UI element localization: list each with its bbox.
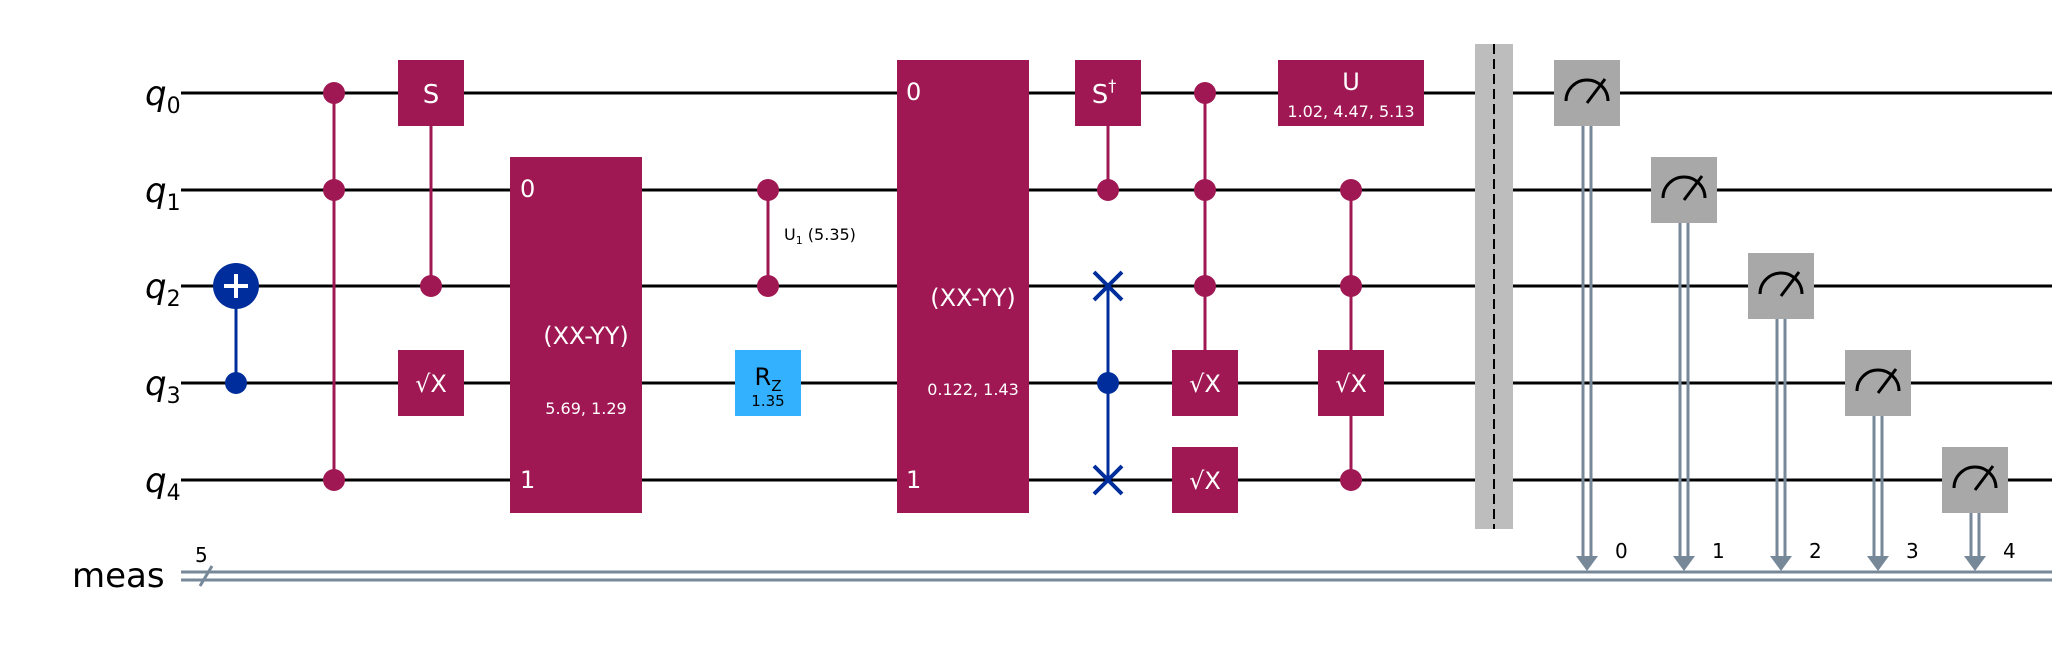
- cz-control-q1: [323, 179, 345, 201]
- u-params: 1.02, 4.47, 5.13: [1287, 102, 1414, 121]
- wire-label-q1: q1: [145, 171, 181, 216]
- xxyy-b-port-0: 0: [906, 78, 921, 106]
- meter-icon: [1855, 368, 1901, 392]
- xxyy-b-name: (XX-YY): [930, 284, 1016, 312]
- measure-arrow: [1673, 556, 1695, 571]
- sx-gate-q3-a: √X: [398, 350, 464, 416]
- u-label: U: [1342, 68, 1360, 96]
- measure-target-label: 2: [1809, 539, 1822, 563]
- wire-label-q4: q4: [145, 461, 181, 506]
- xxyy-a-name: (XX-YY): [543, 322, 629, 350]
- rz-params: 1.35: [751, 392, 784, 410]
- c3sx-b-control-q4: [1340, 469, 1362, 491]
- wire-label-q3: q3: [145, 364, 181, 409]
- c3sx-label: √X: [1189, 370, 1221, 398]
- measure-gate-q3: 3: [1845, 350, 1919, 571]
- c3sx-gate-b: √X: [1318, 179, 1384, 491]
- c3sx-b-control-q1: [1340, 179, 1362, 201]
- sx-gate-q4: √X: [1172, 447, 1238, 513]
- measure-target-label: 1: [1712, 539, 1725, 563]
- measure-arrow: [1576, 556, 1598, 571]
- rz-label: RZ: [755, 363, 782, 395]
- measure-gate-q0: 0: [1554, 60, 1628, 571]
- cu1-gate: U1 (5.35): [757, 179, 856, 297]
- wire-label-q2: q2: [145, 267, 181, 312]
- cu1-control-q2: [757, 275, 779, 297]
- u-gate: U 1.02, 4.47, 5.13: [1278, 60, 1424, 126]
- measure-target-label: 3: [1906, 539, 1919, 563]
- c3sx-control-q2: [1194, 275, 1216, 297]
- xxyy-b-params: 0.122, 1.43: [927, 380, 1019, 399]
- xxyy-a-port-1: 1: [520, 466, 535, 494]
- measurements: 0 1 2 3 4: [1554, 60, 2016, 571]
- xxyy-b-port-1: 1: [906, 466, 921, 494]
- measure-gate-q1: 1: [1651, 157, 1725, 571]
- measure-arrow: [1964, 556, 1986, 571]
- classical-wire: [181, 570, 2052, 582]
- controlled-sdg-gate: S†: [1075, 60, 1141, 201]
- cnot-control-dot: [225, 372, 247, 394]
- meter-icon: [1758, 271, 1804, 295]
- meter-icon: [1952, 465, 1998, 489]
- swap-x-q4: [1092, 464, 1124, 496]
- csdg-control-dot: [1097, 179, 1119, 201]
- quantum-wires: [181, 91, 2052, 482]
- cu1-control-q1: [757, 179, 779, 201]
- cnot-gate: [213, 263, 259, 394]
- cz-control-q0: [323, 82, 345, 104]
- rz-gate: RZ 1.35: [735, 350, 801, 416]
- controlled-s-gate: S: [398, 60, 464, 297]
- measure-arrow: [1770, 556, 1792, 571]
- c3sx-b-control-q2: [1340, 275, 1362, 297]
- cz-control-q4: [323, 469, 345, 491]
- xxyy-a-port-0: 0: [520, 175, 535, 203]
- sx-q4-label: √X: [1189, 467, 1221, 495]
- measure-arrow: [1867, 556, 1889, 571]
- barrier: [1475, 44, 1513, 529]
- xxyy-gate-a: 0 1 (XX-YY) 5.69, 1.29: [510, 157, 642, 513]
- xxyy-a-params: 5.69, 1.29: [545, 399, 626, 418]
- measure-target-label: 4: [2003, 539, 2016, 563]
- cs-control-dot: [420, 275, 442, 297]
- cu1-label: U1 (5.35): [784, 225, 856, 247]
- bus-slash: [198, 565, 214, 587]
- wire-labels: q0 q1 q2 q3 q4 meas: [72, 74, 181, 596]
- xxyy-gate-b: 0 1 (XX-YY) 0.122, 1.43: [897, 60, 1029, 513]
- c3sx-gate: √X: [1172, 82, 1238, 416]
- measure-gate-q2: 2: [1748, 253, 1822, 571]
- classical-width-label: 5: [195, 543, 208, 567]
- wire-label-q0: q0: [145, 74, 181, 119]
- s-gate-label: S: [423, 80, 440, 110]
- multi-cz-gate: [323, 82, 345, 491]
- swap-x-q2: [1092, 270, 1124, 302]
- sdg-label: S†: [1092, 76, 1117, 110]
- c3sx-b-label: √X: [1335, 370, 1367, 398]
- meter-icon: [1661, 175, 1707, 199]
- cswap-gate: [1092, 270, 1124, 496]
- measure-gate-q4: 4: [1942, 447, 2016, 571]
- cswap-control-dot: [1097, 372, 1119, 394]
- c3sx-control-q0: [1194, 82, 1216, 104]
- measure-target-label: 0: [1615, 539, 1628, 563]
- meter-icon: [1564, 78, 1610, 102]
- wire-label-meas: meas: [72, 556, 165, 596]
- sx-label: √X: [415, 370, 447, 398]
- c3sx-control-q1: [1194, 179, 1216, 201]
